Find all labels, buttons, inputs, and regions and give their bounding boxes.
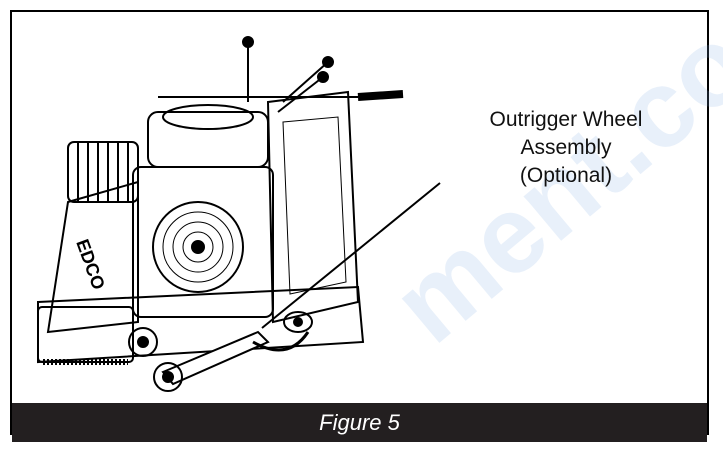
callout-label: Outrigger Wheel Assembly (Optional) — [456, 106, 676, 190]
callout-line-3: (Optional) — [519, 164, 613, 187]
callout-line-2: Assembly — [520, 136, 612, 159]
concrete-saw-illustration: EDCO — [37, 36, 404, 392]
handle-knob — [242, 36, 254, 48]
figure-caption-bar: Figure 5 — [12, 403, 707, 442]
figure-caption: Figure 5 — [319, 409, 400, 435]
brand-text: EDCO — [72, 237, 109, 293]
callout-line-1: Outrigger Wheel — [489, 108, 643, 131]
